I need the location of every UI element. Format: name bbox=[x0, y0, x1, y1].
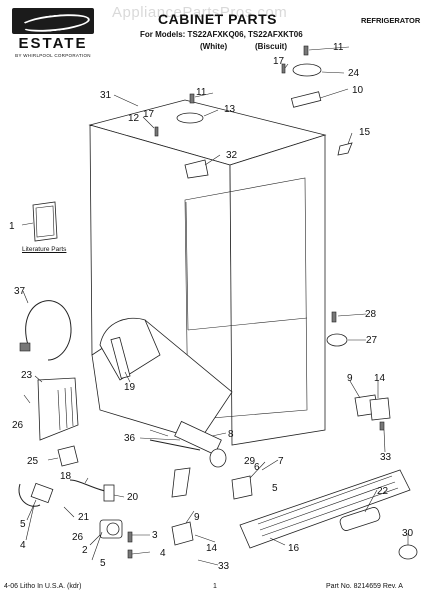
cabinet-shell bbox=[88, 99, 327, 446]
watermark: AppliancePartsPros.com bbox=[112, 4, 288, 21]
callout-33-right: 33 bbox=[380, 452, 392, 463]
literature-booklet bbox=[32, 201, 58, 242]
callout-14-bottom: 14 bbox=[206, 543, 218, 554]
leader-lines bbox=[21, 46, 409, 566]
callout-21: 21 bbox=[78, 512, 90, 523]
callout-5-bottom: 5 bbox=[100, 558, 106, 569]
callout-37: 37 bbox=[14, 286, 26, 297]
appliance-category: REFRIGERATOR bbox=[361, 16, 421, 25]
callout-29: 29 bbox=[244, 456, 256, 467]
color-white: (White) bbox=[200, 42, 228, 51]
callout-5-right: 5 bbox=[272, 483, 278, 494]
callout-12: 12 bbox=[128, 113, 140, 124]
color-biscuit: (Biscuit) bbox=[255, 42, 287, 51]
roller-assembly bbox=[99, 519, 133, 559]
callout-20: 20 bbox=[127, 492, 139, 503]
callout-25: 25 bbox=[27, 456, 39, 467]
callout-9: 9 bbox=[347, 373, 353, 384]
callout-4: 4 bbox=[20, 540, 26, 551]
callout-26-left: 26 bbox=[12, 420, 24, 431]
footer-print-info: 4-06 Litho In U.S.A. (kdr) bbox=[4, 583, 82, 590]
base-grille bbox=[239, 469, 411, 549]
callout-1: 1 bbox=[9, 221, 15, 232]
leveling-parts bbox=[326, 311, 348, 347]
callout-22: 22 bbox=[377, 486, 389, 497]
callout-19: 19 bbox=[124, 382, 136, 393]
callout-23: 23 bbox=[21, 370, 33, 381]
callout-6: 6 bbox=[254, 462, 260, 473]
callout-30: 30 bbox=[402, 528, 414, 539]
callout-32: 32 bbox=[226, 150, 238, 161]
callout-5: 5 bbox=[20, 519, 26, 530]
callout-7: 7 bbox=[278, 456, 284, 467]
callout-11: 11 bbox=[333, 42, 344, 53]
model-numbers: For Models: TS22AFXKQ06, TS22AFXKT06 bbox=[140, 30, 303, 39]
callout-36: 36 bbox=[124, 433, 136, 444]
logo-emblem bbox=[12, 8, 94, 35]
water-components bbox=[110, 336, 227, 498]
callout-24: 24 bbox=[348, 68, 360, 79]
callout-labels: 1 2 3 4 5 6 7 8 9 10 11 12 13 14 15 16 1… bbox=[9, 42, 414, 572]
brand-subtitle: BY WHIRLPOOL CORPORATION bbox=[15, 53, 91, 58]
bottom-brackets bbox=[171, 394, 391, 546]
footer-part-number: Part No. 8214659 Rev. A bbox=[326, 583, 403, 590]
brand-logo: ESTATE BY WHIRLPOOL CORPORATION bbox=[12, 8, 94, 58]
callout-33-bottom: 33 bbox=[218, 561, 230, 572]
callout-28: 28 bbox=[365, 309, 377, 320]
callout-16: 16 bbox=[288, 543, 300, 554]
diagram-title: CABINET PARTS bbox=[158, 11, 278, 27]
footer-page-number: 1 bbox=[213, 583, 217, 590]
callout-13: 13 bbox=[224, 104, 236, 115]
callout-15: 15 bbox=[359, 127, 371, 138]
callout-26-bottom: 26 bbox=[72, 532, 84, 543]
callout-17: 17 bbox=[273, 56, 285, 67]
callout-14: 14 bbox=[374, 373, 386, 384]
callout-10: 10 bbox=[352, 85, 364, 96]
brand-name: ESTATE bbox=[18, 35, 88, 52]
callout-8: 8 bbox=[228, 429, 234, 440]
bottom-left-hinge bbox=[18, 445, 115, 507]
access-cover bbox=[37, 377, 79, 441]
callout-27: 27 bbox=[366, 335, 378, 346]
literature-parts-label: Literature Parts bbox=[22, 246, 67, 253]
callout-31: 31 bbox=[100, 90, 112, 101]
callout-3: 3 bbox=[152, 530, 158, 541]
callout-11-center: 11 bbox=[196, 87, 207, 98]
callout-17-center: 17 bbox=[143, 109, 155, 120]
power-cord bbox=[19, 300, 72, 361]
callout-2: 2 bbox=[82, 545, 88, 556]
callout-9-bottom: 9 bbox=[194, 512, 200, 523]
callout-18: 18 bbox=[60, 471, 72, 482]
callout-4-bottom: 4 bbox=[160, 548, 166, 559]
